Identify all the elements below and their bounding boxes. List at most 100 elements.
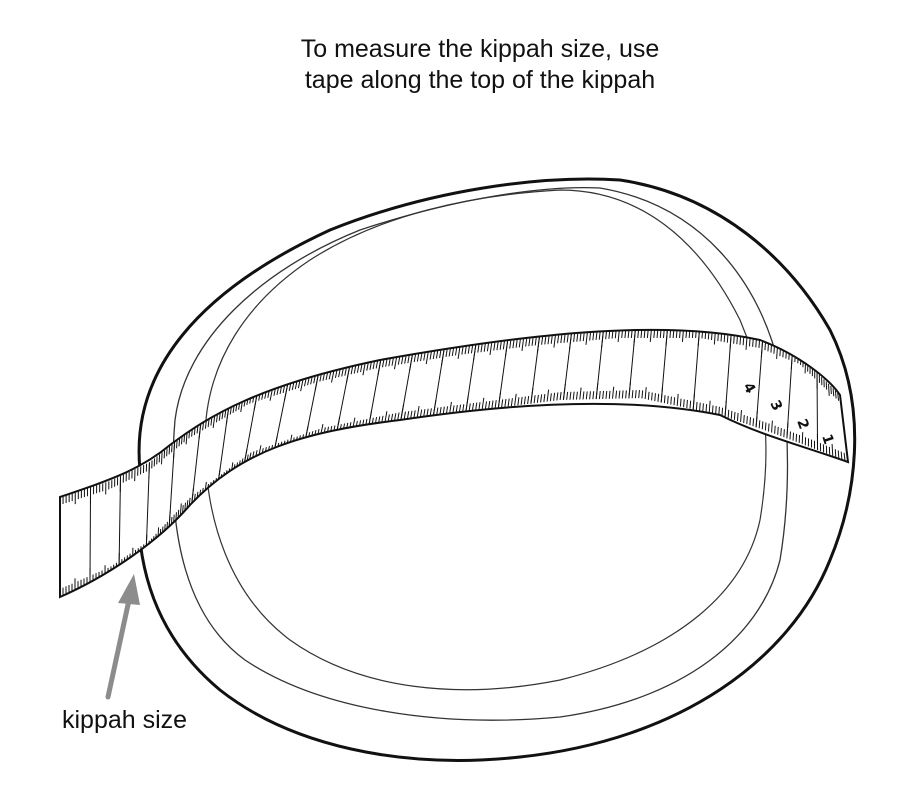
tape-tick: [319, 373, 322, 382]
tape-tick: [464, 346, 467, 355]
tape-tick: [631, 390, 634, 399]
tape-tick: [457, 346, 461, 359]
tape-tick: [188, 430, 191, 439]
tape-tick: [649, 329, 652, 342]
tape-tick: [686, 399, 688, 408]
tape-tick: [681, 329, 684, 343]
tape-tick: [828, 383, 830, 396]
tape-tick: [736, 412, 739, 421]
tape-tick: [543, 394, 546, 403]
tape-tick: [416, 405, 420, 418]
tape-tick: [774, 425, 776, 434]
tape-tick: [589, 391, 591, 400]
tape-tick: [480, 344, 483, 353]
tape-tick: [638, 390, 640, 399]
tape-tick: [344, 367, 347, 376]
tape-tick: [764, 422, 767, 431]
tape-tick: [656, 329, 659, 339]
tape-tick: [615, 390, 618, 399]
tape-tick: [752, 418, 755, 427]
tape-tick: [484, 401, 487, 410]
tape-tick: [598, 391, 601, 400]
tape-tick: [215, 414, 218, 423]
tape-tick: [563, 334, 566, 343]
tape-tick: [502, 341, 505, 350]
tape-tick: [752, 338, 754, 347]
tape-tick: [304, 378, 307, 387]
tape-tick: [426, 408, 429, 417]
tape-tick: [458, 404, 462, 413]
tape-tick: [397, 356, 401, 365]
tape-tick: [509, 340, 512, 349]
instruction-line-2: tape along the top of the kippah: [304, 66, 656, 94]
tape-major-divider: [191, 423, 202, 504]
tape-tick: [173, 514, 175, 523]
tape-tick: [670, 396, 672, 405]
tape-tick: [672, 329, 675, 339]
tape-tick: [390, 413, 394, 422]
tape-tick: [413, 354, 417, 363]
tape-tick: [481, 397, 485, 410]
tape-tick: [406, 411, 410, 420]
tape-tick: [589, 332, 592, 341]
tape-tick: [831, 443, 834, 457]
tape-tick: [704, 330, 707, 339]
tape-tick: [544, 336, 547, 345]
tape-tick: [404, 355, 407, 364]
tape-tick: [196, 425, 199, 434]
tape-tick: [748, 338, 751, 347]
tape-tick: [566, 391, 569, 400]
tape-tick: [264, 390, 267, 399]
tape-tick: [334, 369, 338, 378]
tape-major-divider: [530, 337, 540, 404]
tape-tick: [356, 364, 360, 373]
tape-tick-marks: [60, 329, 848, 597]
tape-tick: [624, 329, 627, 339]
tape-tick: [701, 330, 704, 339]
tape-tick: [423, 409, 426, 418]
tape-tick: [773, 345, 775, 354]
tape-tick: [468, 403, 471, 412]
tape-tick: [442, 406, 445, 415]
instruction-text: To measure the kippah size, use tape alo…: [0, 34, 920, 96]
tape-tick: [188, 497, 191, 506]
tape-tick: [477, 344, 480, 353]
tape-tick: [393, 413, 397, 422]
tape-tick: [313, 375, 316, 384]
tape-tick: [533, 395, 536, 404]
tape-tick: [647, 391, 650, 400]
tape-tick: [764, 342, 767, 351]
tape-tick: [504, 398, 507, 407]
tape-tick: [608, 330, 611, 339]
tape-tick: [612, 386, 615, 399]
tape-tick: [830, 386, 832, 395]
tape-tick: [721, 407, 724, 416]
tape-tick: [733, 335, 735, 344]
tape-tick: [720, 333, 723, 342]
tape-tick: [614, 330, 617, 339]
tape-tick: [689, 400, 692, 409]
tape-tick: [540, 394, 543, 403]
tape-tick: [425, 352, 429, 365]
tape-tick: [407, 355, 410, 364]
tape-tick: [566, 334, 569, 343]
tape-tick: [455, 405, 458, 414]
tape-tick: [401, 356, 404, 365]
tape-tick: [675, 329, 678, 339]
tape-tick: [688, 329, 691, 339]
tape-major-divider: [368, 359, 382, 427]
tape-tick: [461, 346, 464, 355]
tape-tick: [560, 335, 563, 344]
tape-tick: [499, 341, 502, 350]
tape-major-divider: [497, 340, 509, 408]
tape-tick: [679, 329, 681, 339]
tape-tick: [157, 527, 160, 540]
tape-tick: [429, 351, 432, 360]
tape-tick: [749, 417, 751, 426]
tape-tick: [375, 360, 379, 369]
tape-tick: [755, 339, 757, 348]
tape-tick: [743, 415, 745, 424]
tape-tick: [470, 345, 474, 354]
